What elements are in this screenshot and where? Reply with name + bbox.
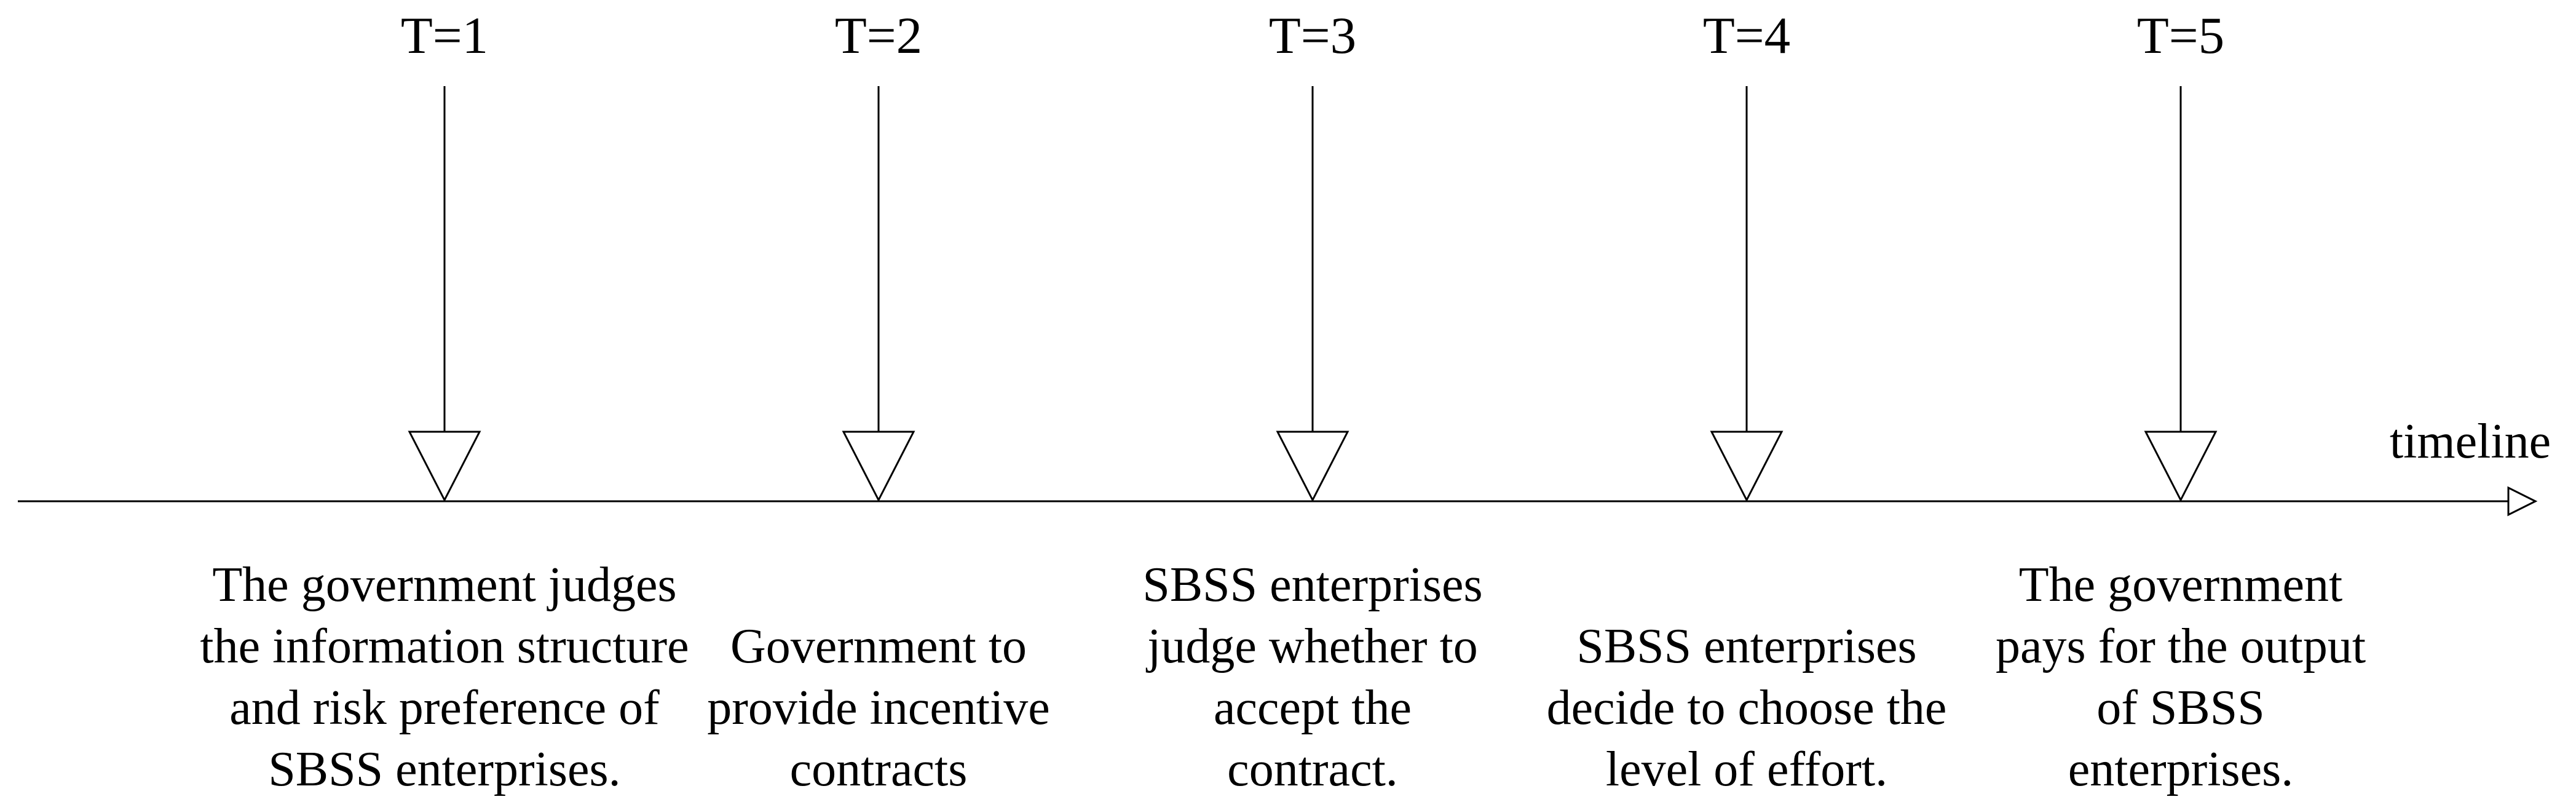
event-description-line: SBSS enterprises (1576, 619, 1917, 673)
event-description-block-5: The government pays for the output of SB… (1996, 554, 2366, 800)
time-label-3: T=3 (1268, 7, 1357, 65)
event-arrow-group-5 (2144, 86, 2218, 502)
event-arrow-group-3 (1276, 86, 1349, 502)
timeline-arrowhead-icon (2507, 486, 2538, 517)
event-description-line: judge whether to (1147, 619, 1478, 673)
event-description-line: enterprises. (2068, 742, 2294, 796)
event-description-block-2: Government to provide incentive contract… (707, 616, 1050, 800)
time-label-2: T=2 (834, 7, 923, 65)
event-description-line: contract. (1227, 742, 1398, 796)
event-description-block-3: SBSS enterprises judge whether to accept… (1142, 554, 1482, 800)
event-arrowhead-icon-1 (408, 431, 481, 502)
event-description-line: accept the (1213, 681, 1412, 735)
event-arrowhead-icon-5 (2144, 431, 2218, 502)
event-arrow-group-2 (842, 86, 915, 502)
event-description-block-1: The government judges the information st… (200, 554, 689, 800)
event-arrowhead-icon-4 (1710, 431, 1784, 502)
event-arrowhead-icon-3 (1276, 431, 1349, 502)
event-description-line: SBSS enterprises (1142, 558, 1483, 612)
time-label-4: T=4 (1702, 7, 1791, 65)
event-description-line: level of effort. (1605, 742, 1888, 796)
event-arrowhead-icon-2 (842, 431, 915, 502)
time-label-5: T=5 (2136, 7, 2225, 65)
event-description-block-4: SBSS enterprises decide to choose the le… (1547, 616, 1947, 800)
event-description-line: decide to choose the (1546, 681, 1947, 735)
timeline-axis-label: timeline (2389, 415, 2551, 469)
event-description-line: the information structure (200, 619, 689, 673)
event-arrow-group-4 (1710, 86, 1784, 502)
time-label-1: T=1 (400, 7, 489, 65)
event-description-line: of SBSS (2096, 681, 2265, 735)
event-description-line: SBSS enterprises. (268, 742, 621, 796)
event-description-line: contracts (789, 742, 968, 796)
event-description-line: pays for the output (1995, 619, 2366, 673)
event-description-line: and risk preference of (229, 681, 660, 735)
event-arrow-group-1 (408, 86, 481, 502)
event-description-line: The government judges (212, 558, 677, 612)
event-description-line: provide incentive (707, 681, 1050, 735)
event-description-line: Government to (730, 619, 1027, 673)
event-description-line: The government (2018, 558, 2343, 612)
